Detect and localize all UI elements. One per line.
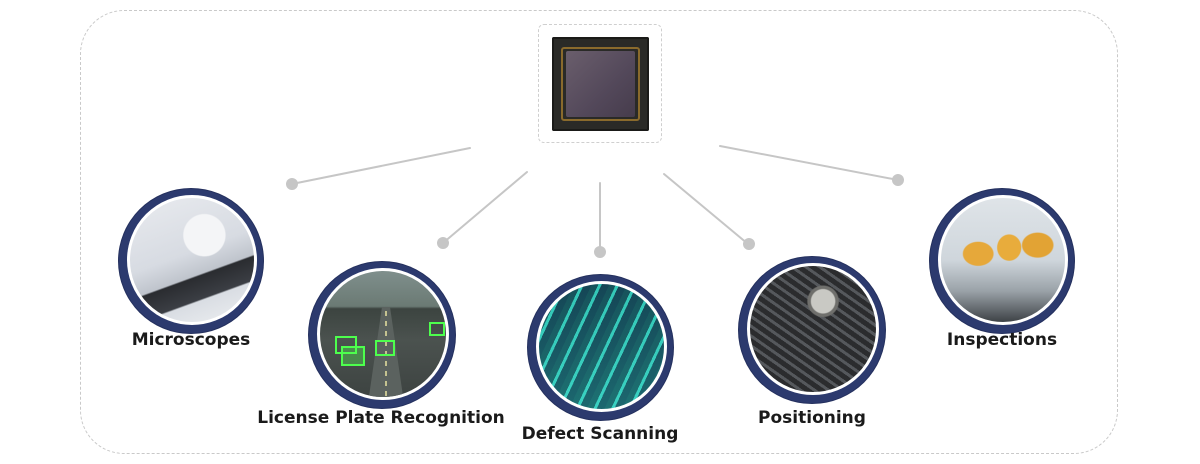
connector-positioning xyxy=(663,173,749,245)
connector-inspections xyxy=(719,145,899,181)
connector-dot-microscopes xyxy=(286,178,298,190)
bottle-production-line-photo xyxy=(938,195,1068,325)
connector-microscopes xyxy=(291,147,471,185)
sensor-die xyxy=(566,51,635,117)
sensor-bond-ring xyxy=(561,47,640,121)
plate-detection-boxes-icon xyxy=(335,307,445,397)
defect-scan-photo xyxy=(536,281,667,412)
image-sensor-chip-icon xyxy=(552,37,649,131)
application-node-license-plate-recognition xyxy=(309,262,455,408)
connector-dot-defect-scanning xyxy=(594,246,606,258)
application-node-inspections xyxy=(930,189,1074,333)
microscope-photo xyxy=(127,195,257,325)
highway-traffic-photo xyxy=(317,268,449,400)
diagram-frame xyxy=(80,10,1118,454)
connector-dot-license-plate xyxy=(437,237,449,249)
connector-dot-inspections xyxy=(892,174,904,186)
label-defect-scanning: Defect Scanning xyxy=(521,424,679,444)
application-node-microscopes xyxy=(119,189,263,333)
image-sensor-panel xyxy=(538,24,662,143)
circuit-board-photo xyxy=(747,263,879,395)
connector-dot-positioning xyxy=(743,238,755,250)
label-microscopes: Microscopes xyxy=(131,330,251,350)
label-positioning: Positioning xyxy=(758,408,866,428)
application-node-defect-scanning xyxy=(528,275,673,420)
application-node-positioning xyxy=(739,257,885,403)
label-license-plate-recognition: License Plate Recognition xyxy=(257,408,505,428)
connector-license-plate xyxy=(442,171,528,244)
label-inspections: Inspections xyxy=(946,330,1058,350)
